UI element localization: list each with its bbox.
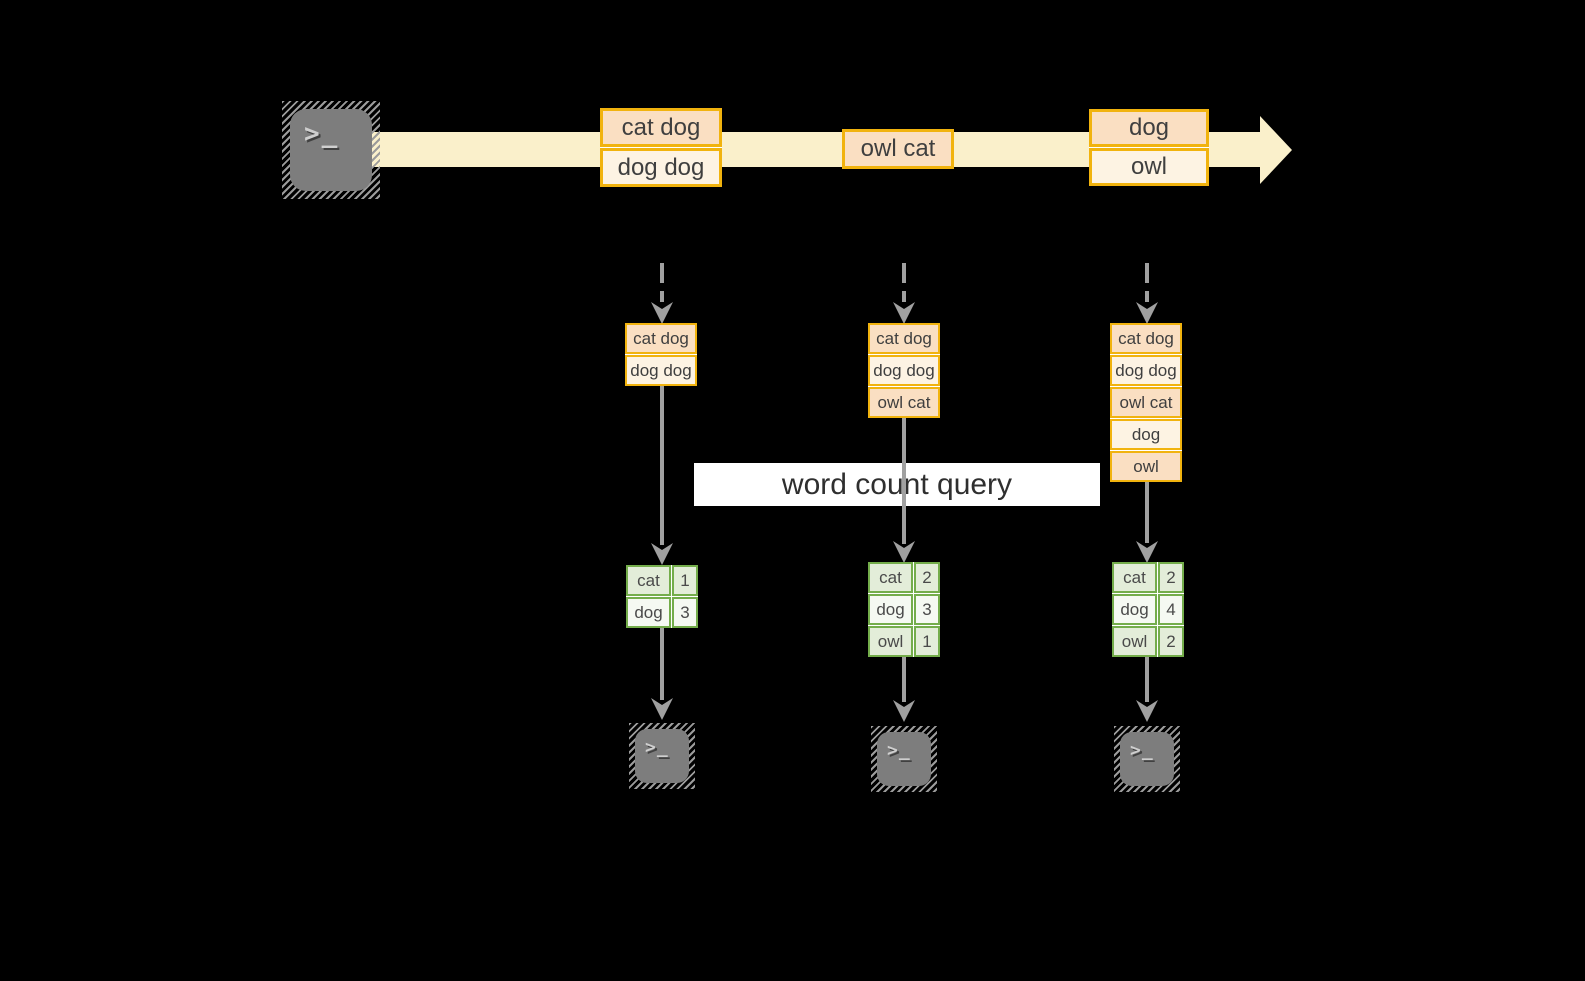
word-count-table-1: cat 1 dog 3 — [626, 565, 698, 628]
buffer-record: dog dog — [1110, 355, 1182, 386]
word-count-table-3: cat 2 dog 4 owl 2 — [1112, 562, 1184, 657]
word-cell: owl — [868, 626, 913, 657]
dashed-arrow-segment — [1145, 291, 1149, 302]
batch-record: owl — [1089, 148, 1209, 186]
batch-record: owl cat — [842, 129, 954, 169]
query-arrow-head — [893, 541, 915, 563]
stream-batch-3: dog owl — [1089, 109, 1209, 186]
word-cell: cat — [868, 562, 913, 593]
input-buffer-2: cat dog dog dog owl cat — [868, 323, 940, 418]
terminal-screen: >_ — [1120, 732, 1174, 786]
dashed-arrow-head — [893, 302, 915, 324]
query-label: word count query — [781, 467, 1013, 501]
query-arrow-line — [1145, 481, 1149, 543]
terminal-prompt-glyph: >_ — [645, 737, 669, 758]
stream-batch-2: owl cat — [842, 129, 954, 169]
buffer-record: owl cat — [1110, 387, 1182, 418]
query-arrow-line — [902, 417, 906, 544]
query-label-band: word count query — [694, 463, 1100, 506]
output-arrow-head — [1136, 700, 1158, 722]
word-count-table-2: cat 2 dog 3 owl 1 — [868, 562, 940, 657]
dashed-arrow-head — [1136, 302, 1158, 324]
dashed-arrow-segment — [660, 291, 664, 302]
terminal-screen: >_ — [290, 109, 372, 191]
batch-record: cat dog — [600, 108, 722, 147]
output-terminal-icon-2: >_ — [871, 726, 937, 792]
count-cell: 3 — [672, 597, 698, 628]
query-arrow-head — [1136, 541, 1158, 563]
buffer-record: dog — [1110, 419, 1182, 450]
terminal-prompt-glyph: >_ — [887, 740, 911, 761]
word-cell: dog — [1112, 594, 1157, 625]
dashed-arrow-segment — [1145, 263, 1149, 283]
terminal-screen: >_ — [635, 729, 689, 783]
count-cell: 1 — [672, 565, 698, 596]
buffer-record: dog dog — [625, 355, 697, 386]
word-cell: dog — [868, 594, 913, 625]
terminal-screen: >_ — [877, 732, 931, 786]
output-arrow-line — [660, 628, 664, 700]
terminal-prompt-glyph: >_ — [1130, 740, 1154, 761]
query-arrow-line — [660, 385, 664, 545]
output-terminal-icon-3: >_ — [1114, 726, 1180, 792]
count-cell: 2 — [1158, 626, 1184, 657]
dashed-arrow-segment — [660, 263, 664, 283]
batch-record: dog — [1089, 109, 1209, 147]
batch-record: dog dog — [600, 148, 722, 187]
source-terminal-icon: >_ — [282, 101, 380, 199]
terminal-prompt-glyph: >_ — [304, 119, 340, 149]
buffer-record: cat dog — [625, 323, 697, 354]
buffer-record: owl cat — [868, 387, 940, 418]
word-cell: cat — [1112, 562, 1157, 593]
dashed-arrow-segment — [902, 263, 906, 283]
input-buffer-1: cat dog dog dog — [625, 323, 697, 386]
buffer-record: cat dog — [1110, 323, 1182, 354]
output-arrow-line — [902, 657, 906, 702]
word-cell: owl — [1112, 626, 1157, 657]
buffer-record: owl — [1110, 451, 1182, 482]
word-cell: dog — [626, 597, 671, 628]
count-cell: 4 — [1158, 594, 1184, 625]
stream-arrow-head — [1260, 116, 1292, 184]
word-cell: cat — [626, 565, 671, 596]
input-buffer-3: cat dog dog dog owl cat dog owl — [1110, 323, 1182, 482]
count-cell: 2 — [1158, 562, 1184, 593]
dashed-arrow-head — [651, 302, 673, 324]
output-terminal-icon-1: >_ — [629, 723, 695, 789]
stream-batch-1: cat dog dog dog — [600, 108, 722, 187]
buffer-record: dog dog — [868, 355, 940, 386]
count-cell: 2 — [914, 562, 940, 593]
count-cell: 3 — [914, 594, 940, 625]
output-arrow-head — [651, 698, 673, 720]
buffer-record: cat dog — [868, 323, 940, 354]
output-arrow-head — [893, 700, 915, 722]
count-cell: 1 — [914, 626, 940, 657]
dashed-arrow-segment — [902, 291, 906, 302]
output-arrow-line — [1145, 657, 1149, 702]
query-arrow-head — [651, 543, 673, 565]
